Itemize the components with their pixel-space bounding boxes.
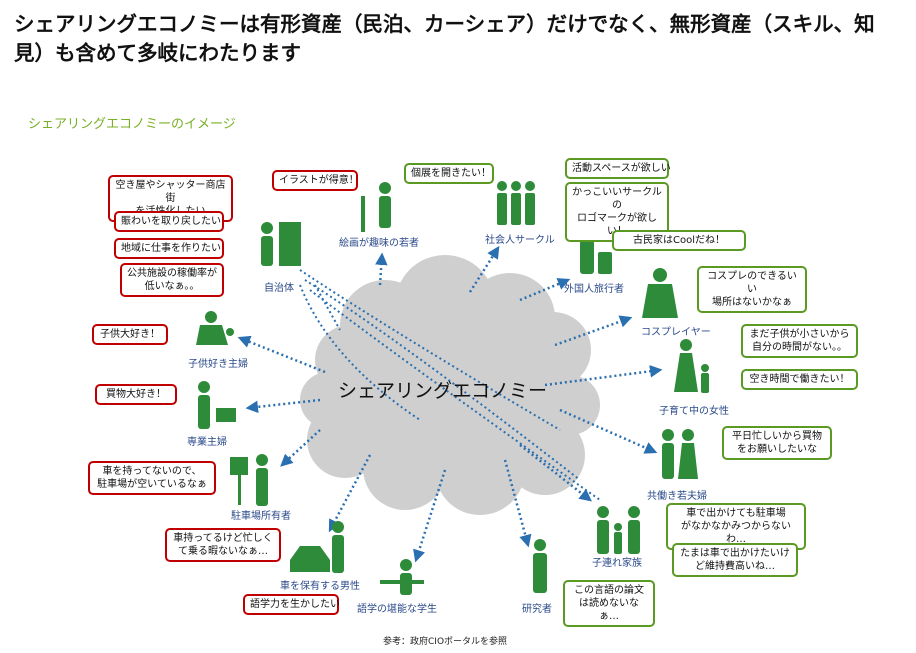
label-chushajo: 駐車場所有者	[231, 511, 291, 522]
source-footer: 参考：政府CIOポータルを参照	[383, 637, 508, 647]
researcher-icon	[533, 539, 547, 593]
bubble-akijikan: 空き時間で働きたい！	[741, 369, 858, 390]
bubble-shigoto: 地域に仕事を作りたい	[114, 238, 224, 259]
label-kenkyusha: 研究者	[522, 604, 552, 615]
diagram-subtitle: シェアリングエコノミーのイメージ	[28, 117, 236, 132]
label-kaiga: 絵画が趣味の若者	[339, 238, 419, 249]
bubble-kokyo: 公共施設の稼働率が 低いなぁ。。	[120, 263, 224, 297]
jichitai-person-icon	[261, 222, 273, 266]
bubble-heijitsu: 平日忙しいから買物 をお願いしたいな	[722, 426, 832, 460]
bubble-chushajo-miss: 車で出かけても駐車場 がなかなかみつからないわ…	[666, 503, 806, 550]
bubble-ronbun: この言語の論文 は読めないなぁ…	[563, 580, 655, 627]
student-icon	[380, 559, 424, 595]
bubble-illust: イラストが得意！	[272, 170, 359, 191]
child-lover-icon	[196, 311, 234, 345]
bubble-cosplay: コスプレのできるいい 場所はないかなぁ	[697, 266, 807, 313]
circle-group-icon	[497, 181, 535, 225]
parking-owner-icon	[230, 454, 268, 506]
mother-child-icon	[674, 339, 709, 393]
couple-icon	[662, 429, 698, 479]
bubble-kuruma-nai: 車を持ってないので、 駐車場が空いているなぁ	[88, 461, 216, 495]
family-icon	[597, 506, 640, 554]
connection-arrows	[237, 245, 663, 563]
car-owner-icon	[290, 521, 344, 573]
bubble-kodomo: 子供大好き！	[92, 324, 168, 345]
label-gaikokujin: 外国人旅行者	[564, 284, 624, 295]
label-kuruma: 車を保有する男性	[280, 581, 360, 592]
label-kozure: 子連れ家族	[592, 558, 642, 569]
label-cosplayer: コスプレイヤー	[641, 327, 711, 338]
bubble-kominka: 古民家はCoolだね！	[612, 230, 746, 251]
bubble-mada: まだ子供が小さいから 自分の時間がない。。	[741, 324, 858, 358]
painter-icon	[361, 182, 391, 232]
label-shakaijin: 社会人サークル	[485, 235, 555, 246]
label-kosodate: 子育て中の女性	[659, 406, 729, 417]
shopper-icon	[198, 381, 236, 429]
building-icon	[279, 222, 301, 266]
bubble-nigiwai: 賑わいを取り戻したい	[114, 211, 224, 232]
label-sengyo: 専業主婦	[187, 437, 227, 448]
bubble-katsudo: 活動スペースが欲しい	[565, 158, 671, 179]
center-label: シェアリングエコノミー	[338, 380, 548, 402]
label-tomobataraki: 共働き若夫婦	[647, 491, 707, 502]
bubble-isogashiku: 車持ってるけど忙しく て乗る暇ないなぁ…	[165, 528, 281, 562]
jichitai-lines	[299, 269, 601, 501]
label-jichitai: 自治体	[264, 283, 294, 294]
bubble-kaimono: 買物大好き！	[95, 384, 177, 405]
bubble-tamani: たまは車で出かけたいけ ど維持費高いね…	[672, 543, 798, 577]
label-kodomozuki: 子供好き主婦	[188, 359, 248, 370]
bubble-gogaku: 語学力を生かしたい	[243, 594, 340, 615]
label-gakusei: 語学の堪能な学生	[357, 604, 437, 615]
cosplayer-icon	[642, 268, 678, 318]
bubble-koten: 個展を開きたい！	[404, 163, 494, 184]
page-title: シェアリングエコノミーは有形資産（民泊、カーシェア）だけでなく、無形資産（スキル…	[14, 12, 875, 65]
